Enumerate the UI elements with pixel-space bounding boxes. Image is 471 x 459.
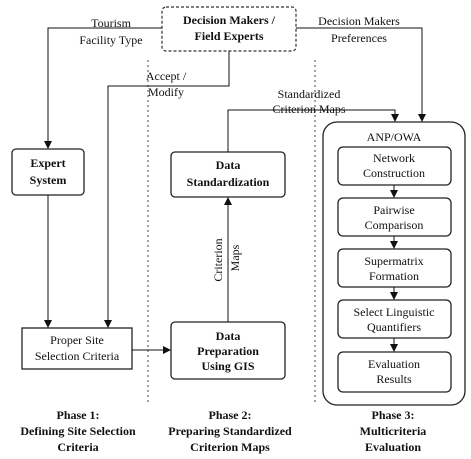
phase3-line2: Multicriteria — [360, 424, 427, 438]
evaluation-results-line1: Evaluation — [368, 357, 420, 371]
standardized-maps-line1: Standardized — [278, 87, 341, 101]
phase1-line1: Phase 1: — [57, 408, 100, 422]
data-preparation-line1: Data — [216, 329, 241, 343]
decision-makers-line1: Decision Makers / — [183, 13, 276, 27]
pairwise-comparison-line2: Comparison — [365, 218, 424, 232]
arrow-dm-to-expert-system — [44, 27, 162, 149]
proper-site-line2: Selection Criteria — [35, 349, 120, 363]
dm-preferences-line2: Preferences — [331, 31, 387, 45]
criterion-maps-line2: Maps — [228, 244, 242, 271]
anp-owa-title: ANP/OWA — [367, 130, 422, 144]
select-linguistic-line1: Select Linguistic — [354, 305, 435, 319]
evaluation-results-box — [337, 351, 452, 393]
network-construction-line1: Network — [373, 151, 415, 165]
evaluation-results-line2: Results — [376, 372, 412, 386]
phase2-line1: Phase 2: — [209, 408, 252, 422]
proper-site-line1: Proper Site — [50, 333, 104, 347]
accept-modify-line2: Modify — [148, 85, 184, 99]
expert-system-line2: System — [30, 173, 67, 187]
criterion-maps-line1: Criterion — [211, 238, 225, 281]
phase2-line2: Preparing Standardized — [168, 424, 292, 438]
phase1-line2: Defining Site Selection — [20, 424, 136, 438]
supermatrix-formation-line2: Formation — [369, 269, 419, 283]
phase2-line3: Criterion Maps — [190, 440, 270, 454]
dm-preferences-line1: Decision Makers — [318, 14, 400, 28]
arrow-standardization-to-anp — [227, 109, 399, 152]
network-construction-line2: Construction — [363, 166, 425, 180]
arrow-dm-to-anp — [296, 27, 426, 122]
standardized-maps-line2: Criterion Maps — [273, 102, 346, 116]
phase1-line3: Criteria — [57, 440, 98, 454]
select-linguistic-line2: Quantifiers — [367, 320, 421, 334]
data-preparation-line3: Using GIS — [201, 359, 254, 373]
data-standardization-line2: Standardization — [187, 175, 270, 189]
supermatrix-formation-line1: Supermatrix — [364, 254, 423, 268]
expert-system-line1: Expert — [30, 156, 65, 170]
pairwise-comparison-line1: Pairwise — [373, 203, 414, 217]
data-standardization-line1: Data — [216, 158, 241, 172]
data-preparation-line2: Preparation — [197, 344, 259, 358]
arrow-accept-modify — [104, 51, 230, 328]
phase3-line1: Phase 3: — [372, 408, 415, 422]
decision-makers-line2: Field Experts — [195, 29, 264, 43]
phase3-line3: Evaluation — [365, 440, 421, 454]
accept-modify-line1: Accept / — [146, 69, 187, 83]
tourism-label-line2: Facility Type — [79, 33, 142, 47]
tourism-label-line1: Tourism — [91, 16, 131, 30]
proper-site-box — [21, 327, 133, 370]
